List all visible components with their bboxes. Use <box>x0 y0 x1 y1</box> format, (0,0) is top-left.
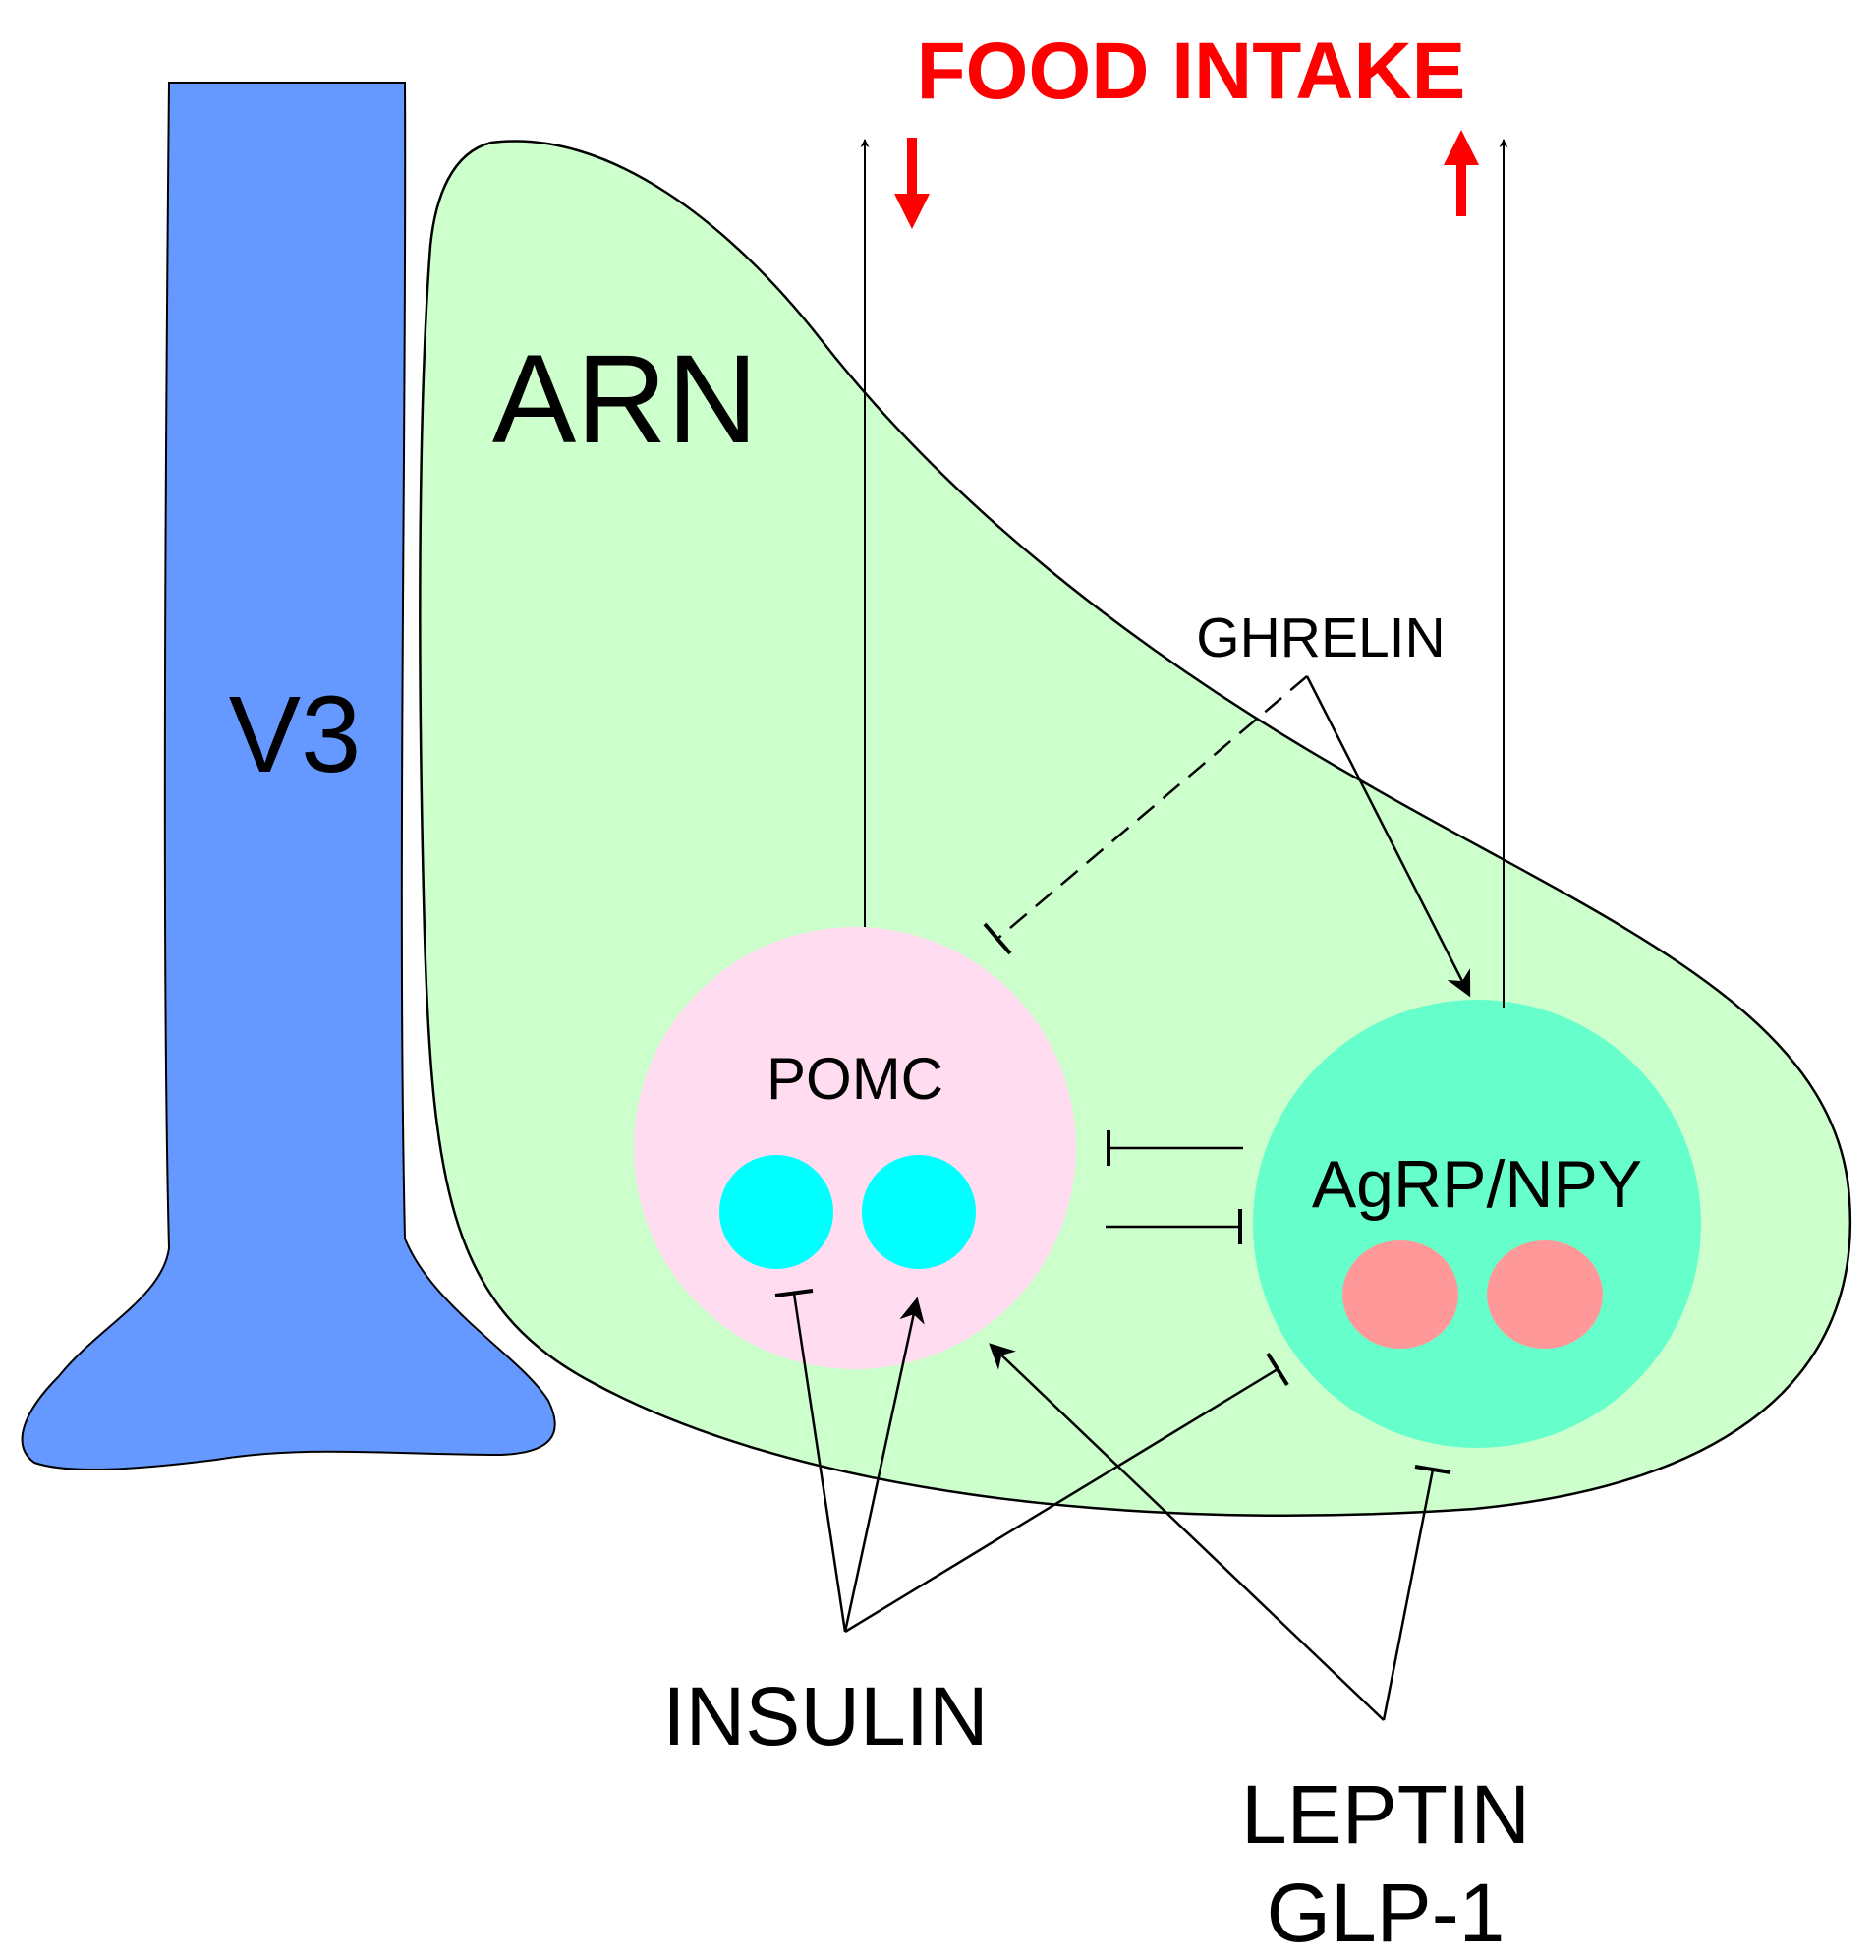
v3-ventricle-shape <box>21 82 556 1471</box>
agrp-npy-cell <box>1253 1000 1701 1448</box>
leptin-inhibits-agrp <box>1382 1469 1435 1721</box>
pomc-nucleus-right <box>862 1155 976 1269</box>
ghrelin-label: GHRELIN <box>1196 606 1445 669</box>
insulin-inhibits-agrp-bar <box>1266 1352 1289 1387</box>
agrp-npy-label: AgRP/NPY <box>1312 1147 1642 1222</box>
food-intake-title: FOOD INTAKE <box>917 27 1466 116</box>
ghrelin-inhibits-pomc-dashed <box>996 675 1308 940</box>
arn-label: ARN <box>492 329 758 470</box>
leptin-activates-pomc-arrow <box>989 1343 1385 1721</box>
ghrelin-inhibit-bar <box>983 922 1012 955</box>
insulin-activates-pomc-arrow <box>843 1297 925 1633</box>
insulin-inhibit-pomc-nucleus <box>792 1293 847 1633</box>
agrp-nucleus-right <box>1487 1240 1603 1349</box>
leptin-label: LEPTIN <box>1241 1768 1530 1861</box>
ghrelin-activates-agrp-arrow <box>1305 675 1471 998</box>
pomc-nucleus-left <box>719 1155 833 1269</box>
agrp-nucleus-left <box>1342 1240 1458 1349</box>
leptin-inhibits-agrp-bar <box>1414 1465 1451 1474</box>
insulin-inhibits-agrp <box>844 1367 1279 1634</box>
insulin-label: INSULIN <box>662 1670 988 1762</box>
pomc-label: POMC <box>767 1046 943 1112</box>
v3-label: V3 <box>229 674 362 795</box>
glp1-label: GLP-1 <box>1267 1867 1506 1959</box>
pomc-cell <box>634 927 1076 1369</box>
insulin-inhibit-pomc-nucleus-bar <box>774 1289 814 1297</box>
